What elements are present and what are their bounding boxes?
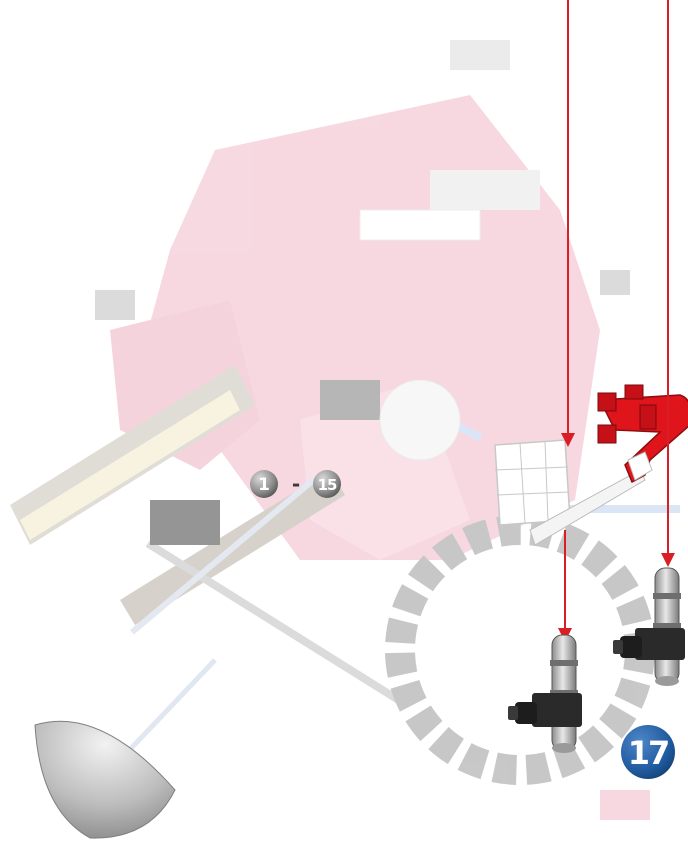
- step-number-badge: 17: [621, 725, 675, 779]
- white-connector-grid: [495, 440, 570, 525]
- faded-long-rod: [130, 476, 318, 635]
- faded-connector-block: [600, 270, 630, 295]
- range-label: 1 - 15: [250, 470, 341, 498]
- faded-pink-piece: [600, 790, 650, 820]
- faded-axle-rod: [146, 540, 405, 706]
- red-corner-connector: [598, 385, 688, 482]
- faded-connector-block: [150, 500, 220, 545]
- range-separator: -: [292, 472, 300, 496]
- faded-bowl-support-rod: [120, 660, 215, 760]
- range-start-number: 1: [258, 475, 270, 495]
- range-end-number: 15: [318, 476, 337, 494]
- faded-connector-block: [320, 380, 380, 420]
- faded-connector-block: [95, 290, 135, 320]
- bowl-shaped-part: [35, 721, 175, 838]
- step-number: 17: [628, 734, 669, 772]
- faded-connector-block: [450, 40, 510, 70]
